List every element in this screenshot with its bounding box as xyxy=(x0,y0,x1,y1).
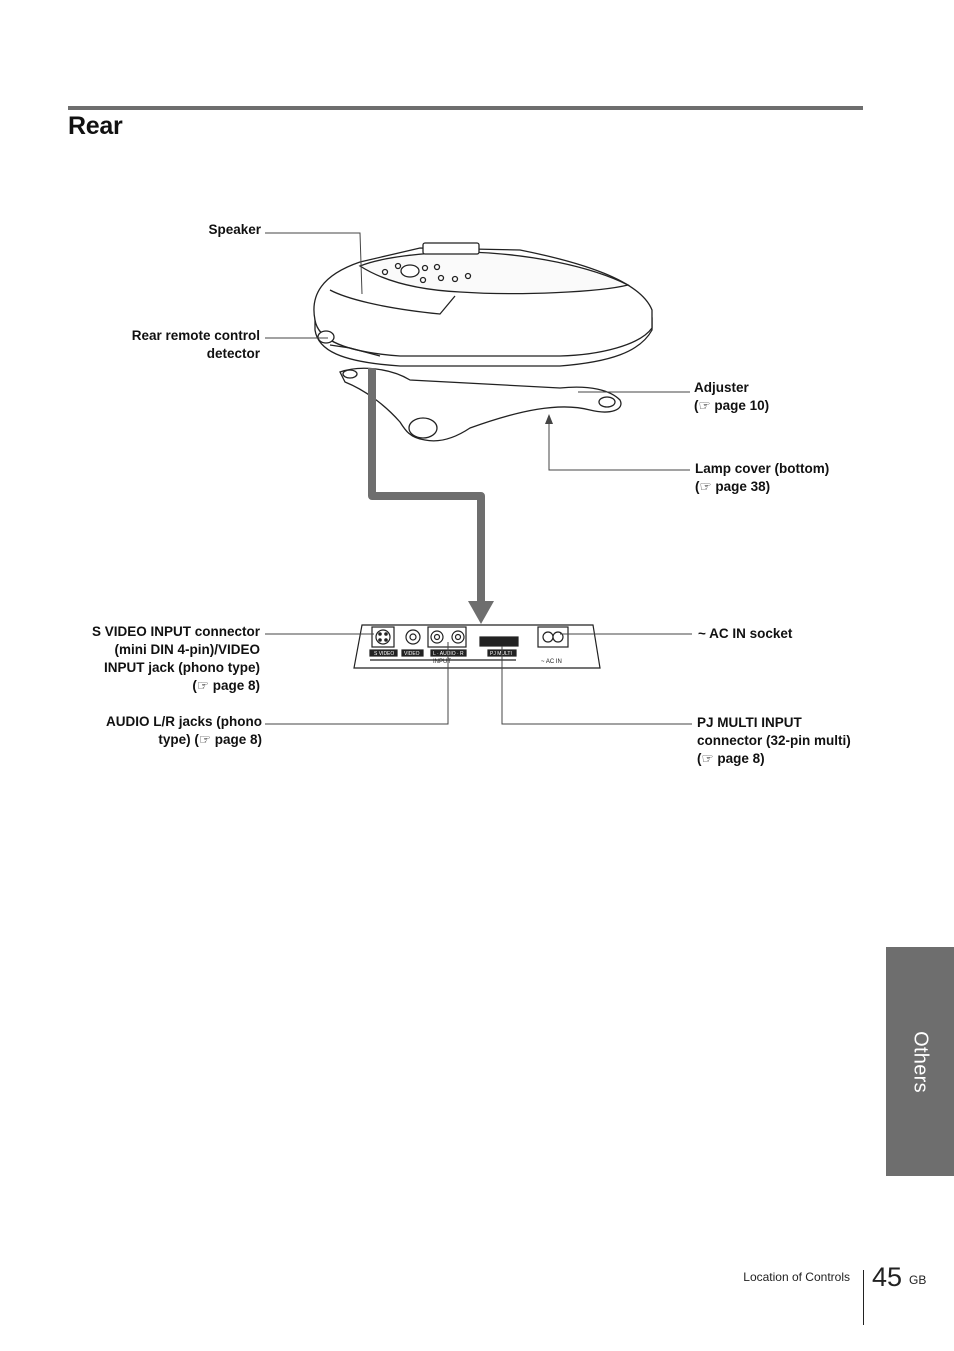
rear-remote-label: Rear remote control detector xyxy=(131,328,260,361)
svideo-label: S VIDEO INPUT connector (mini DIN 4-pin)… xyxy=(91,624,260,693)
pj-multi-label: PJ MULTI INPUT connector (32-pin multi) … xyxy=(697,715,851,766)
panel-acin-text: ~ AC IN xyxy=(541,659,562,665)
projector-illustration xyxy=(313,242,653,442)
section-side-tab: Others xyxy=(886,947,954,1176)
arrow-head xyxy=(468,601,494,624)
footer-section-name: Location of Controls xyxy=(743,1270,850,1284)
footer-divider xyxy=(863,1270,864,1325)
page-title: Rear xyxy=(68,112,123,140)
panel-audio-text: L · AUDIO · R xyxy=(433,651,464,657)
title-rule xyxy=(68,106,863,110)
ac-in-label: ~ AC IN socket xyxy=(698,626,793,641)
lamp-cover-label: Lamp cover (bottom) (☞ page 38) xyxy=(695,461,830,494)
page-suffix: GB xyxy=(909,1273,927,1287)
adjuster-label: Adjuster (☞ page 10) xyxy=(694,380,770,413)
leader-lines xyxy=(265,232,692,725)
audio-label: AUDIO L/R jacks (phono type) (☞ page 8) xyxy=(105,714,262,747)
panel-svideo-text: S VIDEO xyxy=(374,651,394,657)
side-tab-label: Others xyxy=(909,1030,932,1093)
panel-video-text: VIDEO xyxy=(404,651,420,657)
connector-panel xyxy=(353,624,601,669)
panel-input-text: INPUT xyxy=(433,659,451,665)
panel-pj-text: PJ MULTI xyxy=(490,651,512,657)
rear-panel-arrow xyxy=(368,368,485,606)
page-number: 45 xyxy=(872,1262,903,1292)
speaker-label: Speaker xyxy=(208,222,261,237)
